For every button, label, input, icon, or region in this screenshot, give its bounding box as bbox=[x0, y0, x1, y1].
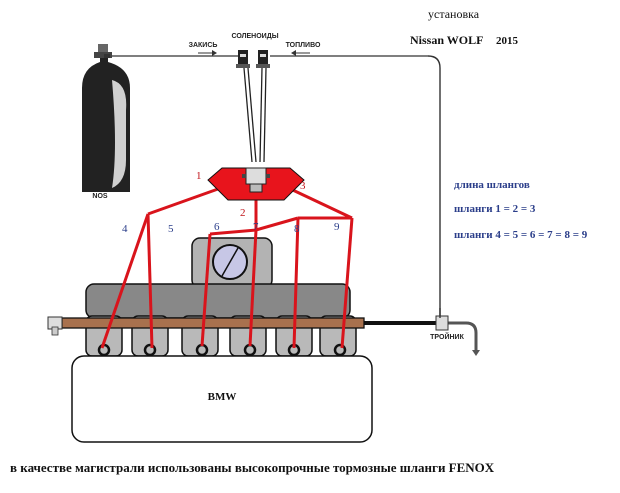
hose-length-notes: длина шлангов шланги 1 = 2 = 3 шланги 4 … bbox=[454, 179, 588, 241]
title-block: установка Nissan WOLF 2015 bbox=[410, 7, 519, 47]
solenoid-block bbox=[236, 50, 270, 68]
hose-number-8: 8 bbox=[294, 223, 300, 235]
engine-block bbox=[71, 355, 373, 443]
nitrous-label: ЗАКИСЬ bbox=[189, 42, 218, 49]
hose-number-7: 7 bbox=[253, 221, 259, 233]
fuel-rail bbox=[47, 316, 365, 336]
nos-bottle: NOS bbox=[82, 44, 130, 200]
title-year: 2015 bbox=[496, 35, 519, 47]
hose-number-6: 6 bbox=[214, 221, 220, 233]
notes-heading: длина шлангов bbox=[454, 179, 530, 191]
hose-number-1: 1 bbox=[196, 170, 202, 182]
title-line-1: установка bbox=[428, 7, 480, 21]
caption: в качестве магистрали использованы высок… bbox=[10, 460, 495, 475]
tee-fitting bbox=[435, 308, 449, 331]
supply-lines bbox=[104, 55, 480, 356]
distributor bbox=[207, 167, 305, 201]
hose-number-2: 2 bbox=[240, 207, 246, 219]
title-line-2: Nissan WOLF bbox=[410, 33, 483, 47]
notes-rule-2: шланги 4 = 5 = 6 = 7 = 8 = 9 bbox=[454, 229, 588, 241]
throttle-body bbox=[191, 237, 273, 289]
engine-label: BMW bbox=[208, 391, 237, 403]
nos-label: NOS bbox=[92, 193, 108, 200]
notes-rule-1: шланги 1 = 2 = 3 bbox=[454, 203, 536, 215]
intake-plenum bbox=[85, 283, 351, 319]
flow-arrows bbox=[198, 50, 310, 56]
hose-number-4: 4 bbox=[122, 223, 128, 235]
hose-number-3: 3 bbox=[300, 180, 306, 192]
hose-numbers: 1 2 3 4 5 6 7 8 9 bbox=[122, 170, 340, 235]
fuel-label: ТОПЛИВО bbox=[286, 42, 321, 49]
hoses bbox=[100, 182, 354, 349]
hose-number-5: 5 bbox=[168, 223, 174, 235]
tee-label: ТРОЙНИК bbox=[430, 332, 464, 341]
solenoids-label: СОЛЕНОИДЫ bbox=[231, 33, 278, 40]
hose-number-9: 9 bbox=[334, 221, 340, 233]
